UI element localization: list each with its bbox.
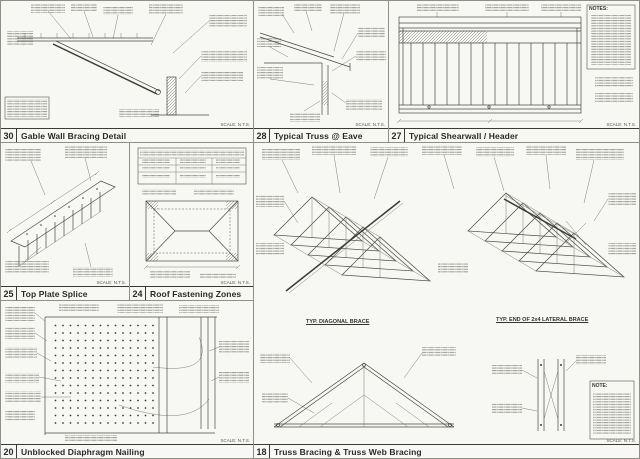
annotation-text-blocks xyxy=(256,145,636,413)
leader-lines xyxy=(281,154,609,414)
detail-panel-30: SCALE: N.T.S. 30 Gable Wall Bracing Deta… xyxy=(0,0,254,143)
panel-number: 28 xyxy=(254,129,270,142)
panel-title: Typical Shearwall / Header xyxy=(409,130,519,141)
annotation-text-blocks xyxy=(417,4,633,103)
roof-fastening-zones-svg xyxy=(137,147,247,279)
scale-label: SCALE: N.T.S. xyxy=(96,280,126,285)
dimension-line xyxy=(396,118,584,124)
scale-label: SCALE: N.T.S. xyxy=(220,122,250,127)
panel-number: 18 xyxy=(254,445,270,458)
leader-lines xyxy=(47,10,210,94)
gable-wall-bracing-drawing: SCALE: N.T.S. xyxy=(1,1,253,128)
annotation-text-blocks xyxy=(142,189,236,279)
diaphragm-geometry xyxy=(44,316,217,435)
diagonal-brace-caption: TYP. DIAGONAL BRACE xyxy=(306,319,370,325)
web-brace-detail xyxy=(537,359,565,431)
truss-bracing-drawing: TYP. DIAGONAL BRACE TYP. END OF 2x4 LATE… xyxy=(254,143,639,444)
annotation-text-blocks xyxy=(4,3,247,120)
diagonal-brace-axon xyxy=(273,196,432,294)
detail-panel-24: SCALE: N.T.S. 24 Roof Fastening Zones xyxy=(129,142,254,301)
annotation-text-blocks xyxy=(257,3,386,122)
panel-25-titlebar: 25 Top Plate Splice xyxy=(1,286,129,300)
scale-label: SCALE: N.T.S. xyxy=(220,438,250,443)
gable-brace-geometry xyxy=(17,33,209,116)
panel-27-titlebar: 27 Typical Shearwall / Header xyxy=(389,128,639,142)
scale-label: SCALE: N.T.S. xyxy=(606,438,636,443)
panel-18-titlebar: 18 Truss Bracing & Truss Web Bracing xyxy=(254,444,639,458)
detail-panel-25: SCALE: N.T.S. 25 Top Plate Splice xyxy=(0,142,130,301)
panel-title: Top Plate Splice xyxy=(21,288,88,299)
panel-number: 30 xyxy=(1,129,17,142)
detail-panel-28: SCALE: N.T.S. 28 Typical Truss @ Eave xyxy=(253,0,389,143)
leader-lines xyxy=(24,157,92,268)
notes-heading: NOTES: xyxy=(589,6,608,12)
note-box xyxy=(589,380,635,440)
unblocked-diaphragm-nailing-drawing: SCALE: N.T.S. xyxy=(1,301,253,444)
panel-30-titlebar: 30 Gable Wall Bracing Detail xyxy=(1,128,253,142)
lateral-brace-axon xyxy=(467,192,626,278)
panel-title: Roof Fastening Zones xyxy=(150,288,242,299)
dimension-line xyxy=(6,170,100,234)
notes-box xyxy=(586,4,636,70)
annotation-text-blocks xyxy=(5,303,249,441)
gable-truss-elevation xyxy=(273,362,455,428)
panel-number: 20 xyxy=(1,445,17,458)
panel-24-titlebar: 24 Roof Fastening Zones xyxy=(130,286,253,300)
typical-truss-eave-svg xyxy=(257,3,386,122)
panel-28-titlebar: 28 Typical Truss @ Eave xyxy=(254,128,388,142)
detail-panel-18: TYP. DIAGONAL BRACE TYP. END OF 2x4 LATE… xyxy=(253,142,640,459)
panel-title: Typical Truss @ Eave xyxy=(274,130,363,141)
typical-truss-eave-drawing: SCALE: N.T.S. xyxy=(254,1,388,128)
panel-20-titlebar: 20 Unblocked Diaphragm Nailing xyxy=(1,444,253,458)
panel-title: Gable Wall Bracing Detail xyxy=(21,130,127,141)
panel-number: 27 xyxy=(389,129,405,142)
panel-title: Truss Bracing & Truss Web Bracing xyxy=(274,446,422,457)
eave-geometry xyxy=(259,32,351,115)
detail-panel-27: NOTES: SCALE: N.T.S. 27 Typical Shearwal… xyxy=(388,0,640,143)
scale-label: SCALE: N.T.S. xyxy=(355,122,385,127)
truss-bracing-svg xyxy=(256,145,636,440)
scale-label: SCALE: N.T.S. xyxy=(220,280,250,285)
gable-wall-bracing-svg xyxy=(4,3,247,120)
typical-shearwall-header-svg xyxy=(396,4,636,124)
fastening-schedule-table xyxy=(137,147,247,185)
leader-lines xyxy=(269,10,359,112)
plate-geometry xyxy=(10,180,116,267)
leader-lines xyxy=(436,12,562,17)
roof-plan xyxy=(143,200,241,270)
shearwall-elevation xyxy=(398,16,582,114)
typical-shearwall-header-drawing: NOTES: SCALE: N.T.S. xyxy=(389,1,639,128)
lateral-brace-caption: TYP. END OF 2x4 LATERAL BRACE xyxy=(496,317,589,323)
panel-number: 25 xyxy=(1,287,17,300)
note-heading: NOTE: xyxy=(592,383,608,389)
top-plate-splice-svg xyxy=(5,146,116,277)
detail-panel-20: SCALE: N.T.S. 20 Unblocked Diaphragm Nai… xyxy=(0,300,254,459)
roof-fastening-zones-drawing: SCALE: N.T.S. xyxy=(130,143,253,286)
panel-number: 24 xyxy=(130,287,146,300)
top-plate-splice-drawing: SCALE: N.T.S. xyxy=(1,143,129,286)
scale-label: SCALE: N.T.S. xyxy=(606,122,636,127)
panel-title: Unblocked Diaphragm Nailing xyxy=(21,446,145,457)
unblocked-diaphragm-nailing-svg xyxy=(5,303,249,441)
annotation-text-blocks xyxy=(5,146,113,277)
